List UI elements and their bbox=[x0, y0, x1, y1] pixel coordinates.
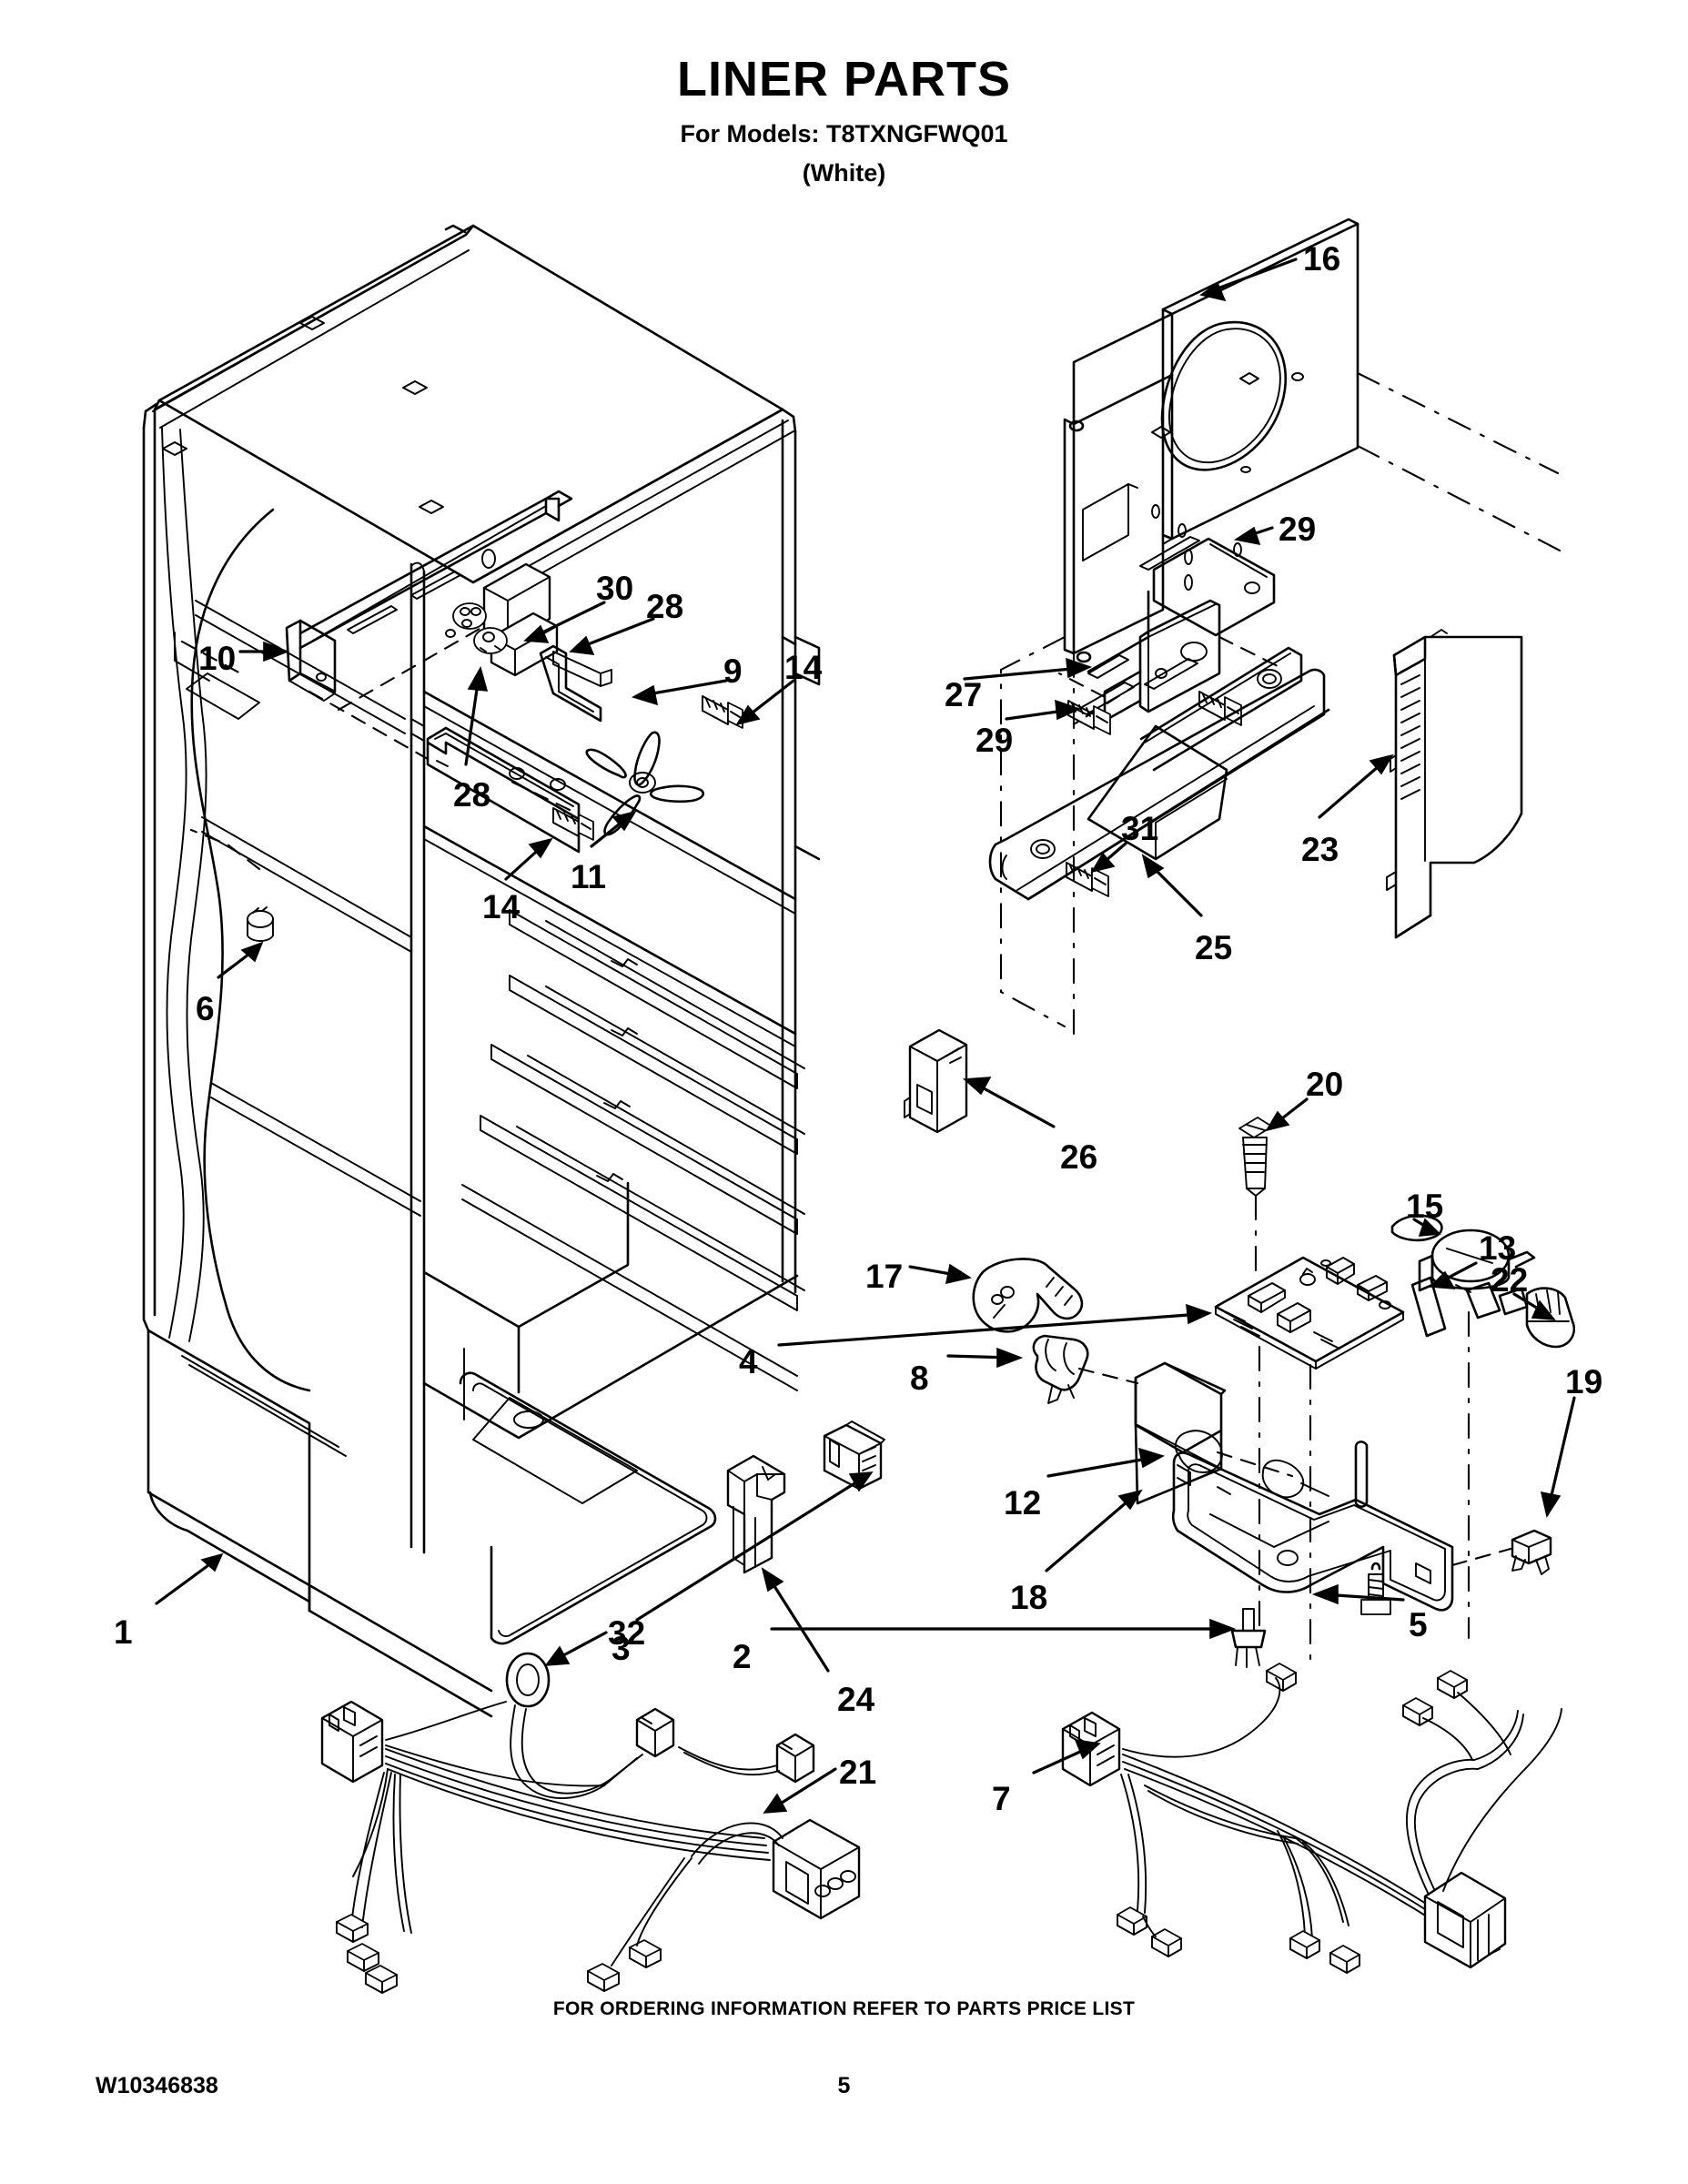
fan-blade bbox=[585, 731, 704, 836]
callout-fan-bracket[interactable]: 9 bbox=[723, 652, 743, 690]
callout-panel-screw-lower[interactable]: 29 bbox=[975, 722, 1014, 759]
callout-harness-grommet[interactable]: 32 bbox=[608, 1614, 646, 1652]
connector-19 bbox=[1511, 1529, 1552, 1575]
page-number: 5 bbox=[837, 2073, 851, 2098]
callout-wire-connector[interactable]: 19 bbox=[1565, 1363, 1603, 1400]
callout-hex-head-screw[interactable]: 5 bbox=[1409, 1606, 1428, 1643]
callout-mounting-rail[interactable]: 10 bbox=[198, 640, 237, 677]
callout-air-duct-cover[interactable]: 23 bbox=[1301, 831, 1339, 868]
screw-14-upper bbox=[702, 695, 743, 729]
callout-rear-bulkhead-panel[interactable]: 16 bbox=[1303, 240, 1341, 278]
callout-wire-harness-right[interactable]: 7 bbox=[992, 1780, 1011, 1817]
drain-plug bbox=[1230, 1608, 1267, 1668]
cabinet-liner-group bbox=[142, 224, 821, 1718]
terminal-set-mid bbox=[587, 1857, 692, 1992]
callout-wire-harness-left[interactable]: 21 bbox=[839, 1754, 877, 1791]
screw-20 bbox=[1238, 1117, 1273, 1197]
callout-grommet-lower[interactable]: 28 bbox=[453, 776, 491, 814]
leader-lines bbox=[155, 258, 1576, 1814]
callout-light-switch[interactable]: 26 bbox=[1060, 1138, 1098, 1176]
drain-pan bbox=[1171, 1441, 1454, 1612]
evaporator-fan-assembly bbox=[285, 490, 743, 854]
screw-31 bbox=[1066, 862, 1109, 897]
callout-connector-block[interactable]: 24 bbox=[837, 1681, 875, 1718]
callout-duct-screw[interactable]: 31 bbox=[1121, 810, 1159, 847]
connector-block bbox=[726, 1454, 786, 1574]
callout-control-board[interactable]: 4 bbox=[739, 1343, 758, 1380]
air-duct-assembly bbox=[988, 629, 1523, 939]
terminal-set-left bbox=[336, 1914, 398, 1994]
light-bulb bbox=[972, 1258, 1084, 1333]
control-board bbox=[1214, 1256, 1405, 1370]
callout-board-screw[interactable]: 20 bbox=[1306, 1066, 1344, 1103]
callout-screw-lower[interactable]: 14 bbox=[482, 888, 521, 925]
terminal-top bbox=[1266, 1663, 1297, 1692]
callout-thermostat-clip[interactable]: 15 bbox=[1406, 1188, 1444, 1225]
callout-drain-pan[interactable]: 12 bbox=[1004, 1484, 1042, 1522]
callout-fan-blade[interactable]: 11 bbox=[571, 858, 607, 895]
callout-drain-plug[interactable]: 2 bbox=[733, 1638, 752, 1675]
callout-liner-plug[interactable]: 6 bbox=[196, 990, 215, 1027]
model-list: For Models: T8TXNGFWQ01 bbox=[680, 120, 1008, 147]
wire-harness-left bbox=[320, 1652, 861, 1994]
lamp-socket bbox=[1032, 1334, 1089, 1404]
callout-fan-motor[interactable]: 30 bbox=[596, 570, 634, 607]
callout-mount-bracket[interactable]: 27 bbox=[945, 676, 983, 713]
terminal-set-right-bottom bbox=[1117, 1906, 1360, 1974]
callout-lamp-shield[interactable]: 18 bbox=[1010, 1579, 1048, 1616]
control-cluster bbox=[726, 1028, 1575, 1668]
screw-14-lower bbox=[552, 807, 594, 841]
wire-harness-right bbox=[1061, 1663, 1562, 1974]
callout-defrost-thermostat[interactable]: 13 bbox=[1479, 1229, 1517, 1267]
page-title: LINER PARTS bbox=[676, 52, 1011, 106]
callout-screw-upper[interactable]: 14 bbox=[784, 649, 823, 686]
callout-lamp-socket[interactable]: 8 bbox=[910, 1360, 929, 1397]
screw-5 bbox=[1360, 1562, 1391, 1615]
callout-light-bulb[interactable]: 17 bbox=[865, 1258, 904, 1295]
shelf-rails bbox=[461, 909, 805, 1391]
callout-terminal-cover[interactable]: 22 bbox=[1491, 1261, 1529, 1299]
callout-air-duct[interactable]: 25 bbox=[1195, 929, 1233, 966]
callout-terminal-block[interactable]: 3 bbox=[612, 1630, 631, 1667]
terminal-right-upper bbox=[1402, 1670, 1511, 1761]
callout-panel-screw-upper[interactable]: 29 bbox=[1279, 511, 1317, 548]
rear-bulkhead-panel bbox=[999, 217, 1567, 1039]
document-part-number: W10346838 bbox=[96, 2073, 218, 2098]
page-header: LINER PARTS For Models: T8TXNGFWQ01 (Whi… bbox=[0, 0, 1688, 186]
color-variant: (White) bbox=[802, 159, 886, 187]
callout-grommet-upper[interactable]: 28 bbox=[646, 588, 684, 625]
ordering-note: FOR ORDERING INFORMATION REFER TO PARTS … bbox=[552, 1998, 1136, 2019]
callout-cabinet-liner[interactable]: 1 bbox=[114, 1613, 133, 1651]
